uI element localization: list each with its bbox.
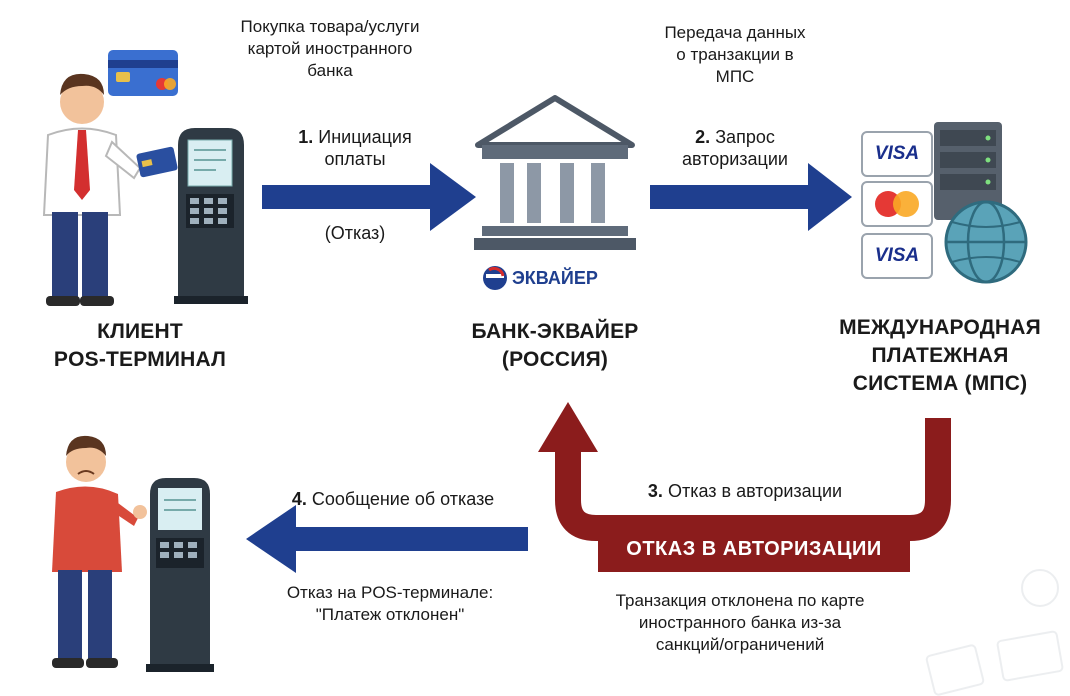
arrow-auth-decline xyxy=(538,402,951,541)
pos-decline-line1: Отказ на POS-терминале: xyxy=(286,583,494,602)
bank-label-line1: БАНК-ЭКВАЙЕР xyxy=(471,320,639,343)
data-transfer-line2: о транзакции в xyxy=(676,45,794,64)
mps-label-line2: ПЛАТЕЖНАЯ xyxy=(871,344,1009,367)
visa-brand-top: VISA xyxy=(874,143,920,164)
arrow-initiation xyxy=(262,163,476,231)
step1-text: Инициация xyxy=(318,127,412,147)
step3-number: 3. xyxy=(647,481,663,501)
credit-card-icon xyxy=(136,146,178,178)
mastercard-icon xyxy=(861,181,933,227)
acquirer-logo-icon xyxy=(483,266,507,290)
pos-terminal-icon xyxy=(174,128,248,304)
data-transfer-line1: Передача данных xyxy=(664,23,806,42)
step2-text: Запрос xyxy=(715,127,775,147)
reason-note: Транзакция отклонена по карте иностранно… xyxy=(590,590,890,656)
step1-number: 1. xyxy=(298,127,314,147)
mps-label-line1: МЕЖДУНАРОДНАЯ xyxy=(839,316,1041,339)
step1-label: 1. Инициация оплаты xyxy=(270,126,440,170)
floating-card-icon xyxy=(108,50,178,96)
upset-client-icon xyxy=(52,435,147,668)
step2-text2: авторизации xyxy=(682,149,788,169)
reason-line1: Транзакция отклонена по карте xyxy=(615,591,865,610)
reason-line3: санкций/ограничений xyxy=(655,635,825,654)
reason-line2: иностранного банка из-за xyxy=(638,613,842,632)
purchase-note-line1: Покупка товара/услуги xyxy=(240,17,420,36)
data-transfer-line3: МПС xyxy=(715,67,755,86)
step1-text2: оплаты xyxy=(324,149,386,169)
visa-card-icon-bottom xyxy=(861,233,933,279)
step2-number: 2. xyxy=(695,127,711,147)
mps-label-line3: СИСТЕМА (МПС) xyxy=(852,372,1028,395)
server-rack-icon xyxy=(934,122,1002,220)
globe-icon xyxy=(944,200,1028,284)
bank-label: БАНК-ЭКВАЙЕР (РОССИЯ) xyxy=(445,318,665,374)
bank-label-line2: (РОССИЯ) xyxy=(501,348,609,371)
step1-sub: (Отказ) xyxy=(324,223,386,243)
client-label: КЛИЕНТ POS-ТЕРМИНАЛ xyxy=(30,318,250,374)
arrow-auth-request xyxy=(650,163,852,231)
client-label-line1: КЛИЕНТ xyxy=(97,320,183,343)
client-person-icon xyxy=(42,73,142,306)
pos-decline-line2: "Платеж отклонен" xyxy=(315,605,465,624)
step4-text: Сообщение об отказе xyxy=(311,489,495,509)
client-label-line2: POS-ТЕРМИНАЛ xyxy=(53,348,227,371)
purchase-note-line2: картой иностранного xyxy=(247,39,413,58)
visa-card-icon-top xyxy=(861,131,933,177)
visa-brand-bottom: VISA xyxy=(874,245,920,266)
watermark-icons xyxy=(925,569,1064,696)
step3-text: Отказ в авторизации xyxy=(667,481,843,501)
step3-label: 3. Отказ в авторизации xyxy=(610,480,880,502)
data-transfer-note: Передача данных о транзакции в МПС xyxy=(630,22,840,88)
purchase-note-line3: банка xyxy=(307,61,353,80)
arrow-decline-message xyxy=(246,505,528,573)
acquirer-logo-text: ЭКВАЙЕР xyxy=(512,268,598,288)
step2-label: 2. Запрос авторизации xyxy=(660,126,810,170)
pos-decline-note: Отказ на POS-терминале: "Платеж отклонен… xyxy=(255,582,525,626)
step4-label: 4. Сообщение об отказе xyxy=(258,488,528,510)
decline-banner: ОТКАЗ В АВТОРИЗАЦИИ xyxy=(626,538,882,560)
decline-banner-bg xyxy=(598,528,910,572)
purchase-note: Покупка товара/услуги картой иностранног… xyxy=(220,16,440,82)
pos-terminal-bottom-icon xyxy=(146,478,214,672)
bank-building-icon xyxy=(474,95,636,250)
step4-number: 4. xyxy=(291,489,307,509)
mps-label: МЕЖДУНАРОДНАЯ ПЛАТЕЖНАЯ СИСТЕМА (МПС) xyxy=(820,314,1060,398)
